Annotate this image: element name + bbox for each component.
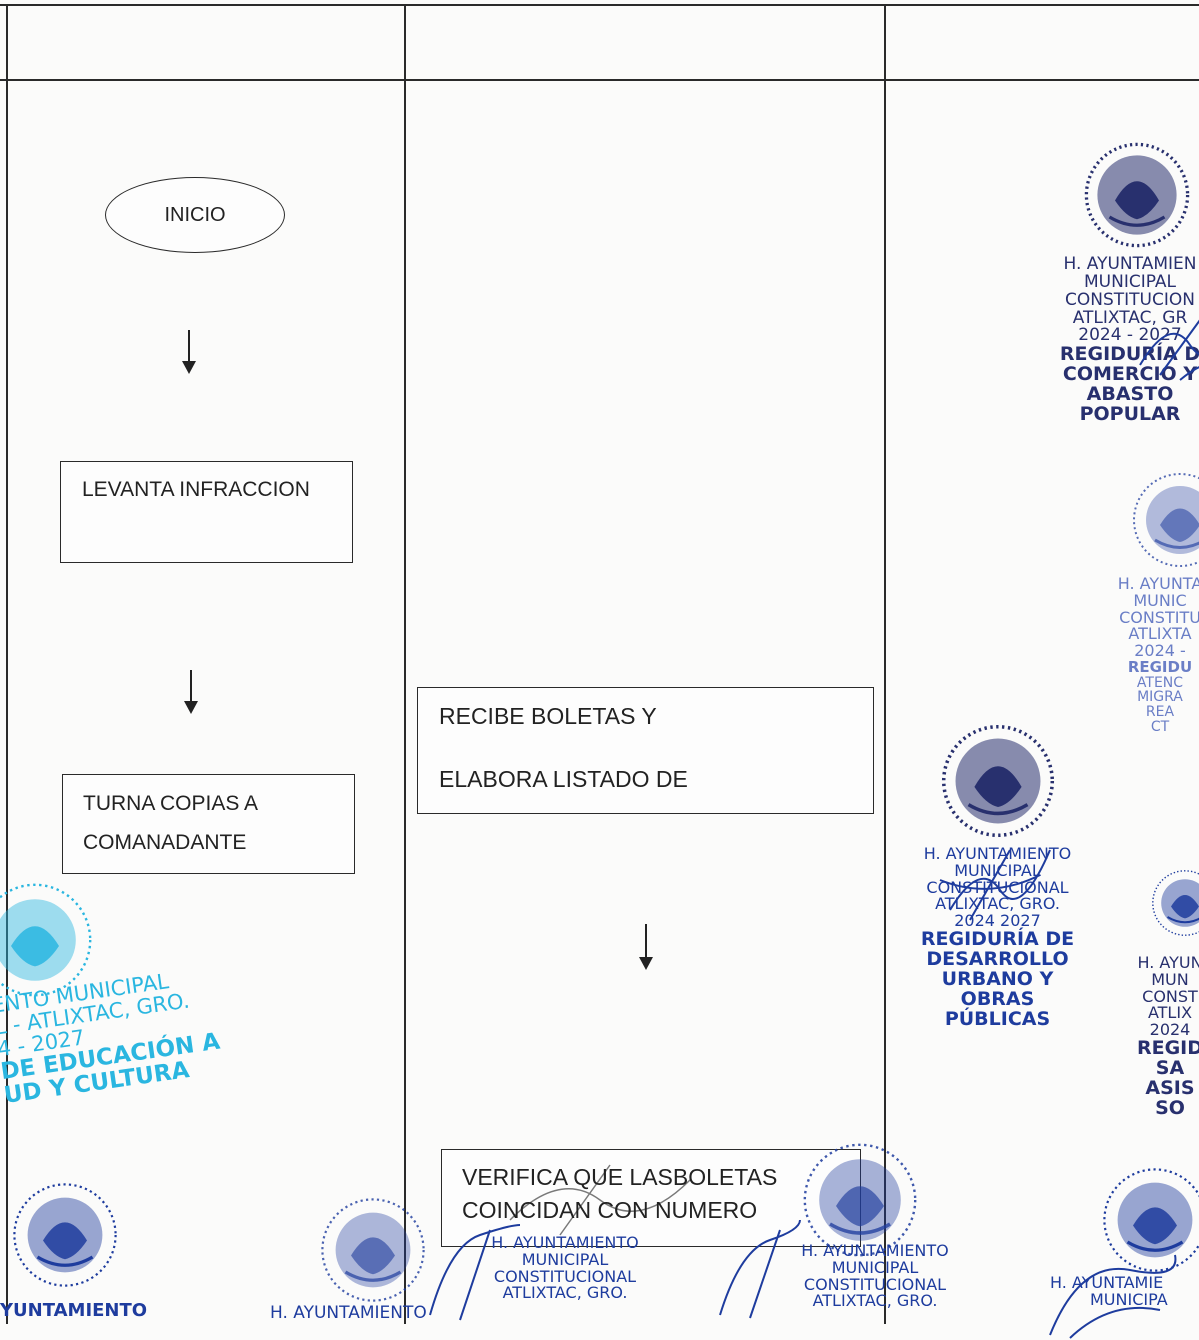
arrow-down-icon: [184, 670, 198, 714]
stamp-line: URBANO Y: [941, 967, 1054, 990]
start-oval: INICIO: [105, 177, 285, 253]
stamp-line: OBRAS: [960, 987, 1035, 1010]
stamp-line: PÚBLICAS: [944, 1007, 1051, 1030]
column-divider-2: [884, 4, 886, 1324]
stamp-line: REA: [1145, 704, 1175, 721]
stamp-line: H. AYUNTAMIENTO: [923, 844, 1072, 863]
seal-icon: [1132, 472, 1199, 568]
stamp-line: MUNICIPAL: [831, 1257, 919, 1277]
stamp-line: ABASTO: [1086, 383, 1174, 406]
stamp-line: REGIDURÍA D: [1059, 343, 1199, 366]
stamp-bottom-left: YUNTAMIENTO: [0, 1300, 190, 1321]
stamp-line: CONSTITUCIONAL: [493, 1266, 637, 1286]
step-recibe-boletas-line1: RECIBE BOLETAS Y: [439, 703, 657, 729]
seal-icon: [320, 1197, 426, 1303]
stamp-line: MUN: [1151, 969, 1189, 989]
stamp-line: CT: [1150, 718, 1170, 735]
column-divider-1: [404, 4, 406, 1324]
stamp-line: MIGRA: [1137, 689, 1183, 706]
stamp-line: H. AYUNTAMIENTO: [270, 1303, 427, 1323]
stamp-line: CONSTITUCIONAL: [803, 1274, 947, 1294]
table-header-divider: [0, 79, 1199, 81]
stamp-bottom-mid-right: H. AYUNTAMIENTO MUNICIPAL CONSTITUCIONAL…: [765, 1241, 985, 1311]
step-verifica-boletas-line1: VERIFICA QUE LASBOLETAS: [462, 1164, 778, 1190]
stamp-line: ATLIXTA: [1128, 624, 1192, 644]
step-recibe-boletas-line2: ELABORA LISTADO DE: [439, 766, 688, 792]
signature-icon: [719, 1219, 801, 1319]
signature-icon: [509, 1164, 691, 1236]
stamp-line: REGID: [1136, 1036, 1199, 1059]
signature-icon: [939, 849, 1051, 921]
table-top-border: [0, 4, 1199, 6]
step-levanta-infraccion-box: [60, 461, 353, 563]
stamp-line: 2024 - 2027: [1078, 325, 1182, 346]
stamp-line: MUNICIPAL: [521, 1249, 609, 1269]
stamp-bottom-mid-left: H. AYUNTAMIENTO: [270, 1303, 470, 1323]
arrow-down-icon: [182, 330, 196, 374]
stamp-line: ATLIXTAC, GRO.: [812, 1291, 938, 1311]
step-levanta-infraccion-label: LEVANTA INFRACCION: [82, 478, 310, 501]
step-turna-copias-box: [62, 774, 355, 874]
stamp-line: H. AYUN: [1137, 953, 1199, 972]
stamp-line: 2024 2027: [954, 911, 1041, 931]
stamp-line: ATLIXTAC, GR: [1072, 307, 1188, 328]
stamp-regiduria-comercio: H. AYUNTAMIEN MUNICIPAL CONSTITUCION ATL…: [1030, 140, 1199, 425]
stamp-line: H. AYUNTAMIEN: [1063, 254, 1197, 274]
stamp-line: CONST: [1142, 986, 1198, 1006]
stamp-regiduria-salud: H. AYUN MUN CONST ATLIX 2024 REGID SA AS…: [1120, 953, 1199, 1119]
stamp-line: H. AYUNTA: [1117, 574, 1199, 593]
stamp-line: CONSTITU: [1119, 607, 1199, 627]
stamp-line: H. AYUNTAMIENTO: [491, 1233, 639, 1252]
signature-icon: [1139, 319, 1199, 381]
seal-icon: [12, 1182, 118, 1288]
stamp-line: SA: [1155, 1056, 1185, 1079]
table-left-border: [6, 4, 8, 1324]
stamp-line: REGIDURÍA DE: [920, 927, 1075, 950]
stamp-line: MUNICIPA: [1090, 1289, 1168, 1309]
stamp-line: DESARROLLO: [926, 947, 1069, 970]
stamp-line: MUNICIPAL: [1084, 271, 1176, 292]
stamp-line: ATLIX: [1147, 1003, 1193, 1023]
stamp-line: CONSTITUCION: [1065, 289, 1195, 310]
stamp-line: ATENC: [1136, 674, 1184, 691]
stamp-line: 2024: [1149, 1020, 1191, 1040]
stamp-line: H. AYUNTAMIENTO: [801, 1241, 949, 1260]
stamp-bottom-center: H. AYUNTAMIENTO MUNICIPAL CONSTITUCIONAL…: [450, 1233, 680, 1303]
step-recibe-boletas-box: [417, 687, 874, 814]
seal-icon: [1084, 142, 1190, 248]
stamp-line: ATLIXTAC, GRO.: [935, 894, 1060, 914]
stamp-regiduria-desarrollo-urbano: H. AYUNTAMIENTO MUNICIPAL CONSTITUCIONAL…: [895, 722, 1100, 1030]
seal-icon: [1151, 869, 1199, 937]
stamp-line: 2024 -: [1134, 641, 1186, 661]
seal-icon: [941, 724, 1054, 838]
stamp-line: SO: [1155, 1096, 1185, 1119]
signature-icon: [429, 1224, 521, 1321]
stamp-line: ASIS: [1145, 1076, 1195, 1099]
stamp-line: POPULAR: [1079, 403, 1181, 426]
stamp-line: MUNIC: [1133, 590, 1187, 610]
stamp-line: ATLIXTAC, GRO.: [502, 1283, 628, 1303]
arrow-down-icon: [639, 924, 653, 970]
stamp-regiduria-atencion: H. AYUNTA MUNIC CONSTITU ATLIXTA 2024 - …: [1080, 470, 1199, 734]
signature-icon: [1049, 1254, 1177, 1339]
step-turna-copias-line1: TURNA COPIAS A: [83, 792, 259, 815]
stamp-line: REGIDU: [1127, 657, 1193, 676]
stamp-line: YUNTAMIENTO: [0, 1300, 148, 1321]
step-turna-copias-line2: COMANADANTE: [83, 831, 247, 854]
